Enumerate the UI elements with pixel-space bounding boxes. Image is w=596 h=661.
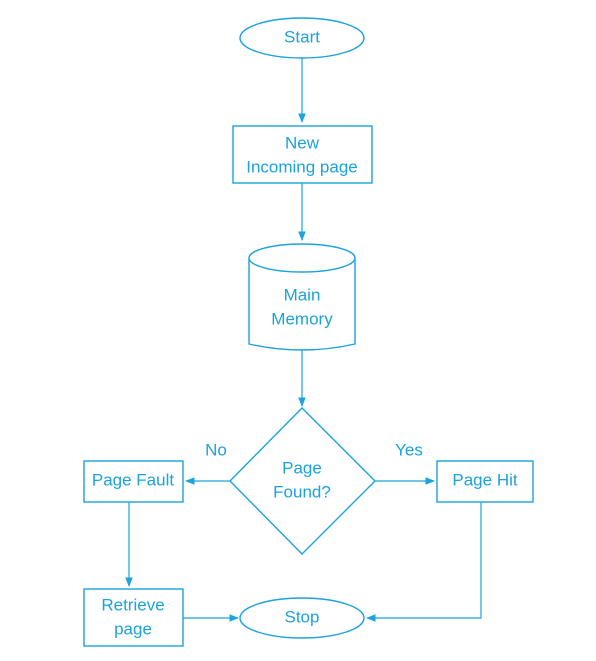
main-memory-cylinder-top bbox=[248, 243, 356, 273]
node-page-found: Page Found? bbox=[229, 407, 376, 555]
start-label: Start bbox=[284, 27, 320, 46]
edges bbox=[125, 58, 482, 622]
start-terminator-shape bbox=[239, 17, 365, 59]
new-incoming-page-label-line1: New bbox=[285, 133, 320, 152]
edge-page-hit-to-stop bbox=[366, 502, 482, 622]
page-hit-label: Page Hit bbox=[452, 470, 517, 489]
page-found-decision-diamond bbox=[229, 407, 376, 555]
main-memory-cylinder-body bbox=[248, 258, 356, 351]
node-new-incoming-page: New Incoming page bbox=[232, 125, 373, 184]
node-page-hit: Page Hit bbox=[436, 460, 534, 503]
retrieve-page-label-line1: Retrieve bbox=[101, 595, 164, 614]
page-fault-label: Page Fault bbox=[92, 470, 174, 489]
node-main-memory: Main Memory bbox=[248, 243, 356, 351]
page-fault-box bbox=[83, 460, 184, 503]
stop-terminator-shape bbox=[239, 597, 365, 639]
new-incoming-page-label-line2: Incoming page bbox=[246, 157, 358, 176]
node-retrieve-page: Retrieve page bbox=[83, 588, 184, 647]
node-page-fault: Page Fault bbox=[83, 460, 184, 503]
node-start: Start bbox=[239, 17, 365, 59]
stop-label: Stop bbox=[285, 607, 320, 626]
retrieve-page-box bbox=[83, 588, 184, 647]
edge-label-no: No bbox=[205, 440, 227, 459]
new-incoming-page-box bbox=[232, 125, 373, 184]
main-memory-label-line1: Main bbox=[284, 285, 321, 304]
node-stop: Stop bbox=[239, 597, 365, 639]
edge-label-yes: Yes bbox=[395, 440, 423, 459]
page-hit-box bbox=[436, 460, 534, 503]
page-found-label-line1: Page bbox=[282, 458, 322, 477]
retrieve-page-label-line2: page bbox=[114, 619, 152, 638]
main-memory-label-line2: Memory bbox=[271, 309, 333, 328]
page-found-label-line2: Found? bbox=[273, 482, 331, 501]
